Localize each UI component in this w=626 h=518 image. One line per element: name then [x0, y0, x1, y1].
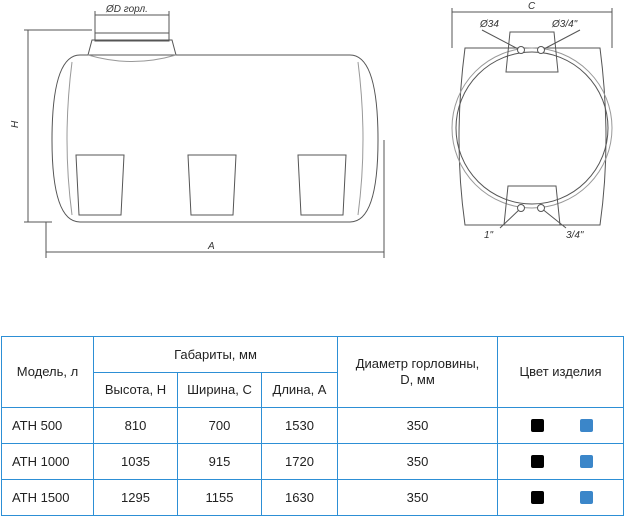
table-row: АТН 500 810 700 1530 350 [1, 407, 625, 444]
length-label: A [207, 241, 215, 252]
leg-3 [297, 154, 347, 216]
hole-34-label: Ø34 [479, 19, 499, 30]
cell-length: 1530 [260, 407, 339, 444]
header-color: Цвет изделия [497, 336, 625, 408]
cell-width: 1155 [177, 479, 262, 516]
cell-width: 915 [177, 443, 262, 480]
color-swatch-blue [580, 419, 594, 432]
tank-technical-drawing: ØD горл. H A C Ø34 Ø3/4" 1" 3/4" [10, 1, 613, 258]
color-swatch-black [531, 455, 545, 468]
fitting-top-icon [537, 46, 545, 54]
neck-side [87, 39, 177, 56]
header-neck-diameter: Диаметр горловины, D, мм [337, 336, 499, 408]
fitting-top-label: Ø3/4" [551, 19, 578, 30]
end-view [451, 8, 613, 229]
cell-height: 810 [93, 407, 178, 444]
header-height: Высота, H [93, 372, 178, 408]
tank-circle-end [455, 51, 609, 205]
table-row: АТН 1500 1295 1155 1630 350 [1, 479, 625, 516]
fitting-3-4-label: 3/4" [566, 230, 584, 241]
cell-height: 1295 [93, 479, 178, 516]
fitting-1inch-icon [517, 204, 525, 212]
leg-2 [187, 154, 237, 216]
cell-neck: 350 [337, 479, 499, 516]
hole-34-icon [517, 46, 525, 54]
header-length: Длина, A [260, 372, 339, 408]
neck-diameter-label: ØD горл. [105, 4, 148, 15]
color-swatch-blue [580, 455, 594, 468]
cell-colors [497, 443, 625, 480]
cell-height: 1035 [93, 443, 178, 480]
table-row: АТН 1000 1035 915 1720 350 [1, 443, 625, 480]
neck-end [505, 31, 559, 73]
cell-colors [497, 479, 625, 516]
cell-length: 1720 [260, 443, 339, 480]
table-subheader-row: Высота, H Ширина, C Длина, A [2, 372, 624, 408]
header-model: Модель, л [1, 336, 94, 408]
cell-colors [497, 407, 625, 444]
table-header-row: Модель, л Габариты, мм Диаметр горловины… [1, 336, 625, 408]
width-label: C [528, 1, 536, 12]
color-swatch-black [531, 491, 545, 504]
cell-model: АТН 1500 [1, 479, 94, 516]
cell-neck: 350 [337, 443, 499, 480]
fittings [517, 46, 545, 212]
bottom-outlet-end [503, 185, 561, 226]
side-view [24, 11, 385, 258]
specifications-table: Модель, л Габариты, мм Диаметр горловины… [1, 336, 625, 516]
color-swatch-black [531, 419, 545, 432]
color-swatch-blue [580, 491, 594, 504]
leg-1 [75, 154, 125, 216]
fitting-3-4-icon [537, 204, 545, 212]
header-dimensions: Габариты, мм [92, 336, 339, 373]
cell-model: АТН 1000 [1, 443, 94, 480]
cell-model: АТН 500 [1, 407, 94, 444]
cell-width: 700 [177, 407, 262, 444]
cell-neck: 350 [337, 407, 499, 444]
height-label: H [10, 120, 21, 128]
tank-body-end [458, 47, 607, 226]
tank-body-side [51, 54, 379, 223]
header-width: Ширина, C [177, 372, 262, 408]
cell-length: 1630 [260, 479, 339, 516]
fitting-1inch-label: 1" [484, 230, 494, 241]
